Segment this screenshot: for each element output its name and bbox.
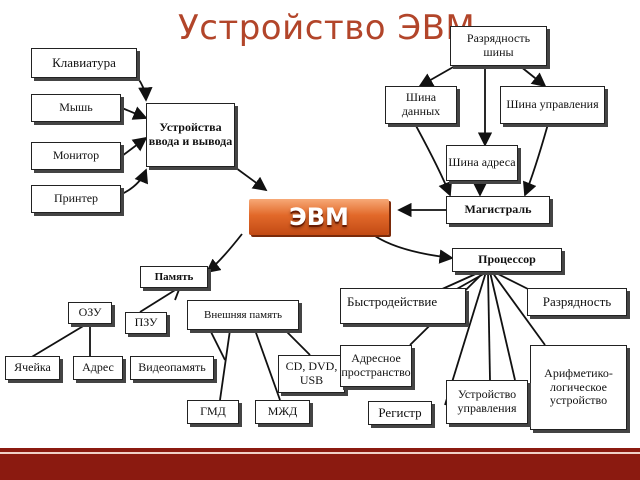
control-unit-box: Устройство управления — [446, 380, 528, 424]
address-box: Адрес — [73, 356, 123, 380]
bus-width-box: Разрядность шины — [450, 26, 547, 66]
center-box-evm: ЭВМ — [249, 199, 389, 235]
io-group-box: Устройства ввода и вывода — [146, 103, 235, 167]
register-box: Регистр — [368, 401, 432, 425]
bits-box: Разрядность — [527, 288, 627, 316]
hdd-box: ГМД — [187, 400, 239, 424]
monitor-box: Монитор — [31, 142, 121, 170]
footer-line — [0, 452, 640, 454]
alu-box: Арифметико-логическое устройство — [530, 345, 627, 430]
keyboard-box: Клавиатура — [31, 48, 137, 78]
backbone-box: Магистраль — [446, 196, 550, 224]
memory-box: Память — [140, 266, 208, 288]
address-space-box: Адресное пространство — [340, 345, 412, 387]
rom-box: ПЗУ — [125, 312, 167, 334]
speed-box: Быстродействие — [340, 288, 466, 324]
address-bus-box: Шина адреса — [446, 145, 518, 181]
mouse-box: Мышь — [31, 94, 121, 122]
cd-dvd-usb-box: CD, DVD, USB — [278, 355, 345, 393]
external-memory-box: Внешняя память — [187, 300, 299, 330]
printer-box: Принтер — [31, 185, 121, 213]
video-memory-box: Видеопамять — [130, 356, 214, 380]
ram-box: ОЗУ — [68, 302, 112, 324]
fdd-box: МЖД — [255, 400, 310, 424]
data-bus-box: Шина данных — [385, 86, 457, 124]
page-title: Устройство ЭВМ — [178, 8, 476, 48]
control-bus-box: Шина управления — [500, 86, 605, 124]
cell-box: Ячейка — [5, 356, 60, 380]
processor-box: Процессор — [452, 248, 562, 272]
